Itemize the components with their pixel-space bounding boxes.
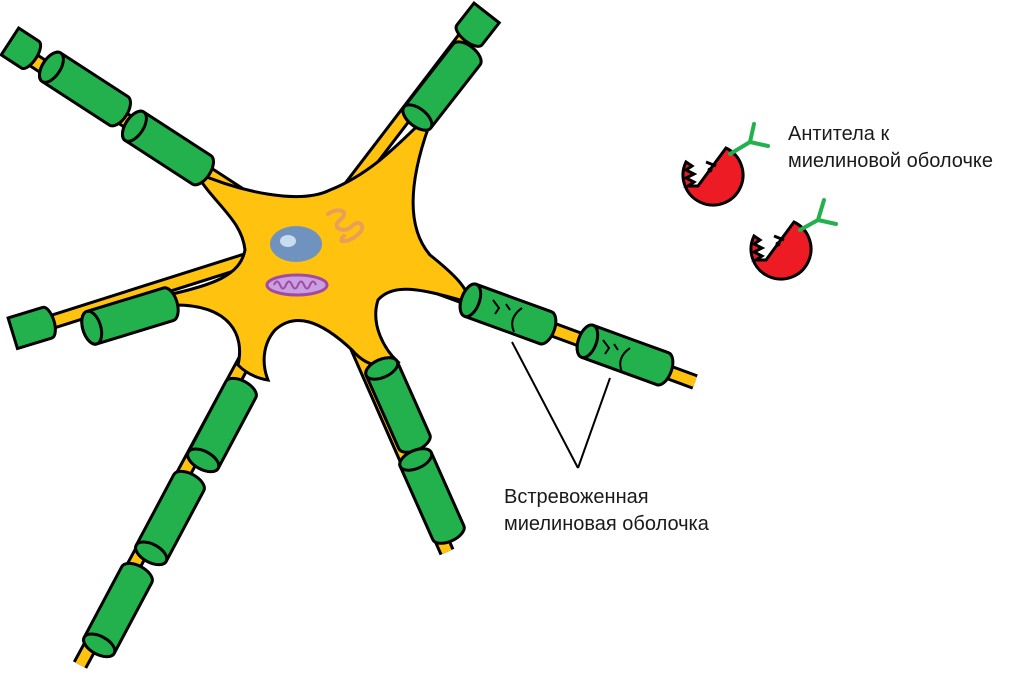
damaged-label-line1: Встревоженная	[504, 486, 649, 508]
myelin-damage-marks	[492, 299, 631, 373]
antibody-label-line2: миелиновой оболочке	[788, 150, 993, 172]
pointer-lines	[511, 341, 611, 469]
antibody-label: Антитела к миелиновой оболочке	[788, 121, 993, 175]
antibody-icon	[749, 198, 838, 281]
nucleus-icon	[270, 226, 322, 262]
myelin-sheaths	[0, 1, 679, 663]
antibody-icon	[681, 122, 770, 207]
nucleolus	[280, 235, 296, 247]
antibody-label-line1: Антитела к	[788, 123, 890, 145]
golgi-apparatus	[326, 208, 365, 244]
mitochondrion-cristae	[273, 280, 317, 290]
damaged-myelin-label: Встревоженная миелиновая оболочка	[504, 484, 709, 538]
damaged-label-line2: миелиновая оболочка	[504, 513, 709, 535]
